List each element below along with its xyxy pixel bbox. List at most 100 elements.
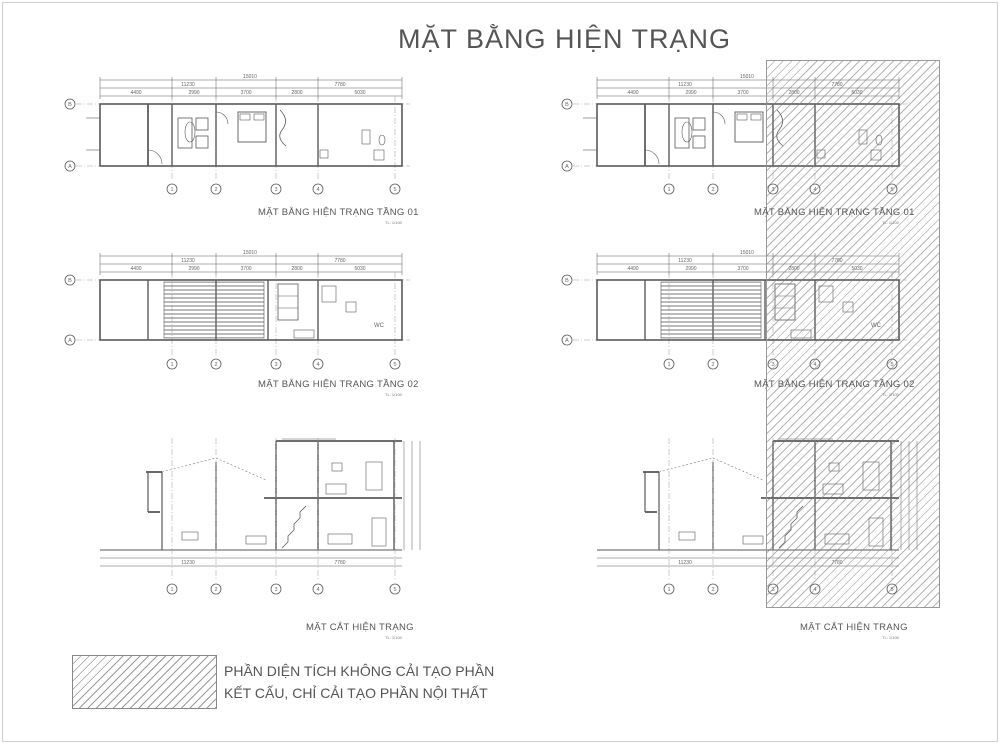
grid-label: 3	[274, 187, 277, 193]
grid-label: 2	[711, 362, 714, 368]
grid-label: 1	[667, 187, 670, 193]
grid-label: 1	[667, 362, 670, 368]
grid-label: 2	[214, 587, 217, 593]
grid-bubble	[312, 183, 324, 195]
grid-bubble	[707, 183, 719, 195]
legend-hatch-swatch	[72, 655, 217, 709]
door-arc	[215, 111, 229, 125]
grid-label: 3	[274, 362, 277, 368]
dim-segment-a: 11230	[181, 82, 195, 88]
bed	[237, 111, 267, 143]
grid-bubble	[210, 583, 222, 595]
grid-bubble	[210, 183, 222, 195]
grid-bubble	[270, 183, 282, 195]
stair-curve	[279, 109, 287, 147]
grid-label: 1	[170, 587, 173, 593]
grid-label: 2	[711, 587, 714, 593]
scale-section-left: TL: 1/100	[385, 635, 402, 640]
dim-overall: 15010	[243, 250, 257, 256]
dim-span: 3700	[737, 90, 748, 96]
scale-section-right: TL: 1/100	[882, 635, 899, 640]
stair	[277, 283, 299, 321]
door-arc	[712, 111, 726, 125]
tv-unit	[678, 531, 696, 541]
pillow	[736, 113, 748, 121]
dim-segment-b: 7780	[334, 560, 345, 566]
void-hatch	[163, 281, 265, 339]
grid-row-bubble	[561, 274, 573, 286]
grid-row-bubble	[561, 334, 573, 346]
bed	[325, 483, 347, 495]
dim-span: 2990	[188, 90, 199, 96]
grid-label: 1	[667, 587, 670, 593]
dim-span: 3700	[240, 266, 251, 272]
scale-floor2-left: TL: 1/100	[385, 392, 402, 397]
legend-line-1: PHẦN DIỆN TÍCH KHÔNG CẢI TẠO PHẦN	[224, 663, 495, 679]
grid-bubble	[210, 358, 222, 370]
grid-label: 1	[170, 362, 173, 368]
dim-span: 2800	[291, 90, 302, 96]
non-renovated-zone	[766, 60, 940, 608]
dim-span: 5030	[354, 90, 365, 96]
grid-row-label: B	[565, 102, 569, 108]
sofa	[177, 117, 193, 149]
sofa	[674, 117, 690, 149]
grid-bubble	[166, 583, 178, 595]
grid-label: 5	[393, 587, 396, 593]
pillow	[253, 113, 265, 121]
coffee-table	[681, 121, 693, 143]
bed	[734, 111, 764, 143]
armchair	[692, 135, 706, 149]
grid-bubble	[312, 583, 324, 595]
grid-bubble	[707, 358, 719, 370]
cabinet	[365, 461, 383, 491]
grid-bubble	[389, 583, 401, 595]
roof-slope	[215, 457, 267, 481]
sheet-title: MẶT BẰNG HIỆN TRẠNG	[398, 24, 732, 54]
dim-segment-a: 11230	[678, 560, 692, 566]
coffee-table	[184, 121, 196, 143]
grid-row-label: A	[68, 164, 72, 170]
caption-floor2-left: MẶT BẰNG HIỆN TRẠNG TẦNG 02	[258, 379, 419, 390]
room-label-wc: WC	[374, 323, 385, 329]
dim-segment-a: 11230	[181, 258, 195, 264]
grid-bubble	[389, 358, 401, 370]
dim-span: 5030	[354, 266, 365, 272]
grid-row-label: B	[68, 278, 72, 284]
grid-label: 4	[316, 362, 319, 368]
dim-span: 2990	[685, 90, 696, 96]
grid-row-bubble	[64, 334, 76, 346]
grid-label: 4	[316, 187, 319, 193]
caption-floor1-left: MẶT BẰNG HIỆN TRẠNG TẦNG 01	[258, 207, 419, 218]
grid-label: 5	[393, 187, 396, 193]
counter	[319, 149, 329, 159]
grid-bubble	[166, 183, 178, 195]
cabinet	[371, 517, 387, 547]
grid-row-bubble	[561, 98, 573, 110]
dim-span: 4490	[130, 90, 141, 96]
dim-span: 2990	[685, 266, 696, 272]
fixture	[361, 129, 371, 145]
grid-bubble	[270, 358, 282, 370]
dim-span: 2990	[188, 266, 199, 272]
dim-span: 4490	[627, 90, 638, 96]
dim-span: 4490	[130, 266, 141, 272]
scale-floor1-right: TL: 1/100	[882, 220, 899, 225]
grid-bubble	[166, 358, 178, 370]
caption-floor1-right: MẶT BẰNG HIỆN TRẠNG TẦNG 01	[754, 207, 915, 218]
scale-floor2-right: TL: 1/100	[882, 392, 899, 397]
dim-segment-a: 11230	[181, 560, 195, 566]
grid-bubble	[663, 358, 675, 370]
legend-text: PHẦN DIỆN TÍCH KHÔNG CẢI TẠO PHẦN KẾT CẤ…	[224, 660, 494, 704]
dim-span: 3700	[737, 266, 748, 272]
dim-segment-a: 11230	[678, 258, 692, 264]
grid-row-label: B	[68, 102, 72, 108]
grid-label: 2	[711, 187, 714, 193]
bath	[321, 285, 337, 303]
dim-segment-b: 7780	[334, 258, 345, 264]
door-arc	[644, 149, 660, 165]
grid-row-label: B	[565, 278, 569, 284]
